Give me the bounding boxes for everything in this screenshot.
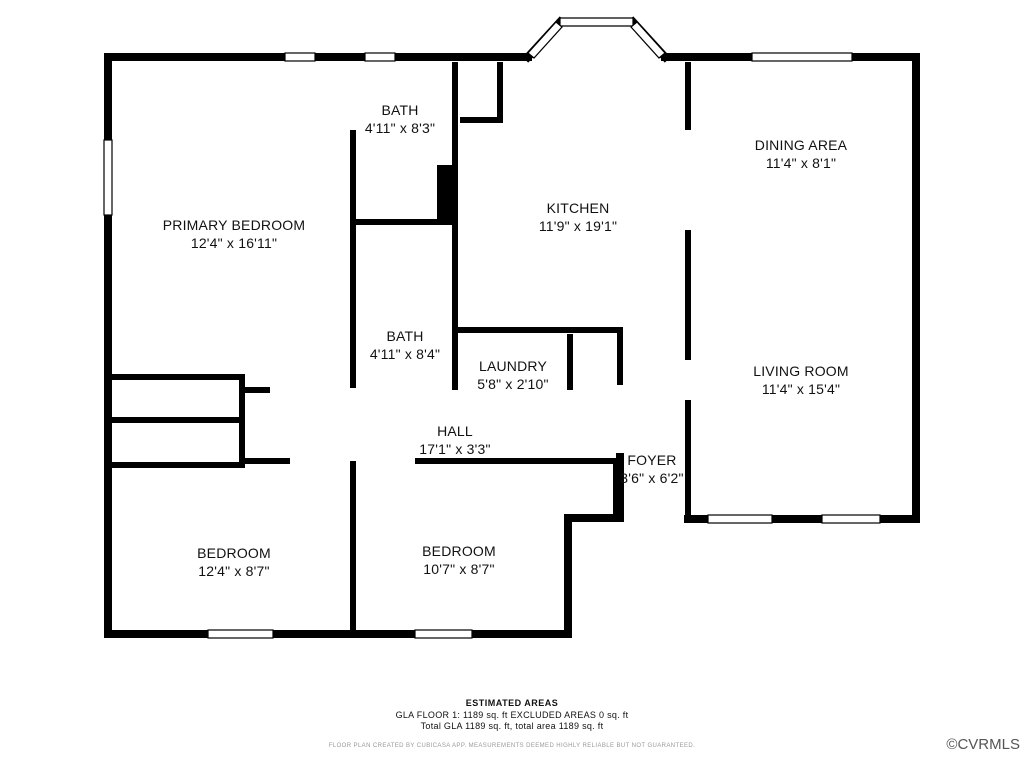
room-dimensions: 5'8" x 2'10"	[477, 376, 549, 392]
room-dimensions: 11'4" x 15'4"	[761, 381, 841, 397]
room-dimensions: 4'11" x 8'3"	[364, 120, 436, 136]
laundry-label: LAUNDRY 5'8" x 2'10"	[468, 357, 558, 393]
fridge-block	[437, 165, 455, 225]
bath-lower-label: BATH 4'11" x 8'4"	[358, 327, 452, 363]
bedroom-left-label: BEDROOM 12'4" x 8'7"	[180, 544, 288, 580]
foyer-label: FOYER 3'6" x 6'2"	[618, 451, 686, 487]
bath-upper-label: BATH 4'11" x 8'3"	[355, 101, 445, 137]
primary-bedroom-label: PRIMARY BEDROOM 12'4" x 16'11"	[150, 216, 318, 252]
room-name: KITCHEN	[546, 200, 610, 216]
room-dimensions: 12'4" x 16'11"	[190, 235, 278, 251]
cvrmls-watermark: ©CVRMLS	[946, 736, 1020, 753]
hall-label: HALL 17'1" x 3'3"	[405, 422, 505, 458]
dining-area-label: DINING AREA 11'4" x 8'1"	[745, 136, 857, 172]
room-dimensions: 11'9" x 19'1"	[538, 218, 618, 234]
estimated-areas-title: ESTIMATED AREAS	[465, 698, 559, 708]
room-name: BEDROOM	[197, 545, 271, 561]
room-name: BEDROOM	[422, 543, 496, 559]
windows	[103, 17, 881, 639]
room-name: LAUNDRY	[478, 358, 548, 374]
living-room-label: LIVING ROOM 11'4" x 15'4"	[745, 362, 857, 398]
room-name: HALL	[437, 423, 473, 439]
room-dimensions: 17'1" x 3'3"	[419, 441, 491, 457]
room-name: PRIMARY BEDROOM	[162, 217, 306, 233]
total-gla-line: Total GLA 1189 sq. ft, total area 1189 s…	[420, 721, 604, 731]
room-dimensions: 4'11" x 8'4"	[369, 346, 441, 362]
room-dimensions: 3'6" x 6'2"	[620, 470, 684, 486]
kitchen-label: KITCHEN 11'9" x 19'1"	[528, 199, 628, 235]
room-name: DINING AREA	[754, 137, 848, 153]
room-dimensions: 10'7" x 8'7"	[423, 561, 495, 577]
room-name: BATH	[386, 328, 424, 344]
bedroom-right-label: BEDROOM 10'7" x 8'7"	[405, 542, 513, 578]
room-name: FOYER	[627, 452, 677, 468]
room-dimensions: 11'4" x 8'1"	[765, 155, 837, 171]
disclaimer-text: FLOOR PLAN CREATED BY CUBICASA APP. MEAS…	[328, 743, 696, 749]
room-name: LIVING ROOM	[753, 363, 849, 379]
interior-walls	[112, 62, 691, 630]
room-name: BATH	[381, 102, 419, 118]
room-dimensions: 12'4" x 8'7"	[198, 563, 270, 579]
gla-floor-line: GLA FLOOR 1: 1189 sq. ft EXCLUDED AREAS …	[395, 710, 629, 720]
